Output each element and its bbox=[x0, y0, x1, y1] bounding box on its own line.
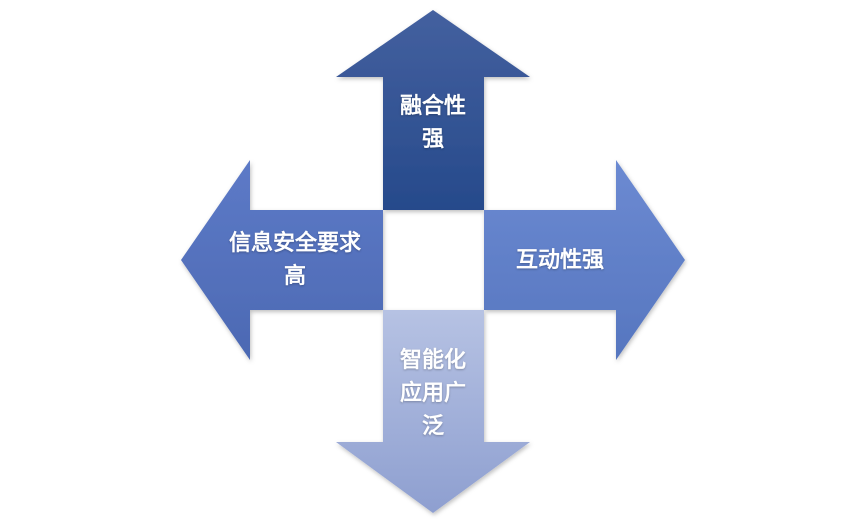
down-arrow-label: 智能化 应用广 泛 bbox=[399, 348, 466, 439]
down-arrow bbox=[336, 310, 530, 513]
up-arrow bbox=[336, 10, 530, 210]
left-arrow-label: 信息安全要求 高 bbox=[228, 231, 361, 289]
left-arrow bbox=[181, 160, 383, 360]
right-arrow bbox=[484, 160, 685, 360]
up-arrow-label: 融合性 强 bbox=[399, 94, 466, 152]
right-arrow-label: 互动性强 bbox=[515, 248, 604, 273]
